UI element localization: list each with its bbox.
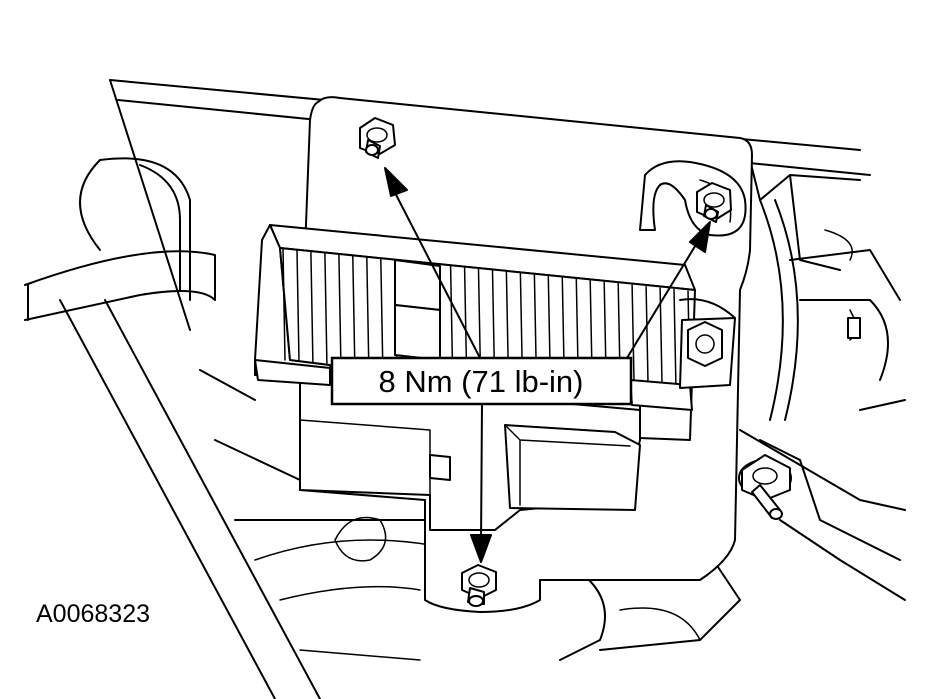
torque-callout: 8 Nm (71 lb-in): [330, 356, 633, 406]
lower-right-stud: [738, 454, 792, 520]
cooling-fin: [645, 285, 649, 388]
ignition-coil-pack: [254, 224, 696, 531]
cooling-fin: [338, 254, 342, 365]
cooling-fin: [366, 256, 370, 367]
cooling-fin: [631, 284, 635, 387]
bottom-bolt: [461, 564, 497, 607]
cooling-fin: [463, 267, 468, 375]
cooling-fin: [380, 258, 384, 368]
side-nut: [679, 298, 736, 389]
torque-leader-arrows: [384, 167, 711, 563]
upper-right-bolt: [696, 182, 732, 223]
cooling-fin: [282, 248, 286, 361]
cooling-fin: [296, 249, 300, 362]
cooling-fin: [673, 288, 677, 390]
cooling-fin: [310, 251, 314, 363]
cooling-fin: [324, 252, 328, 364]
upper-left-bolt: [359, 117, 396, 159]
torque-callout-label: 8 Nm (71 lb-in): [379, 364, 584, 399]
torque-callout-box: [330, 356, 633, 406]
cooling-fin: [352, 255, 356, 366]
figure-id-label: A0068323: [36, 600, 150, 628]
cooling-fin: [449, 265, 454, 374]
engine-background: [24, 79, 906, 699]
